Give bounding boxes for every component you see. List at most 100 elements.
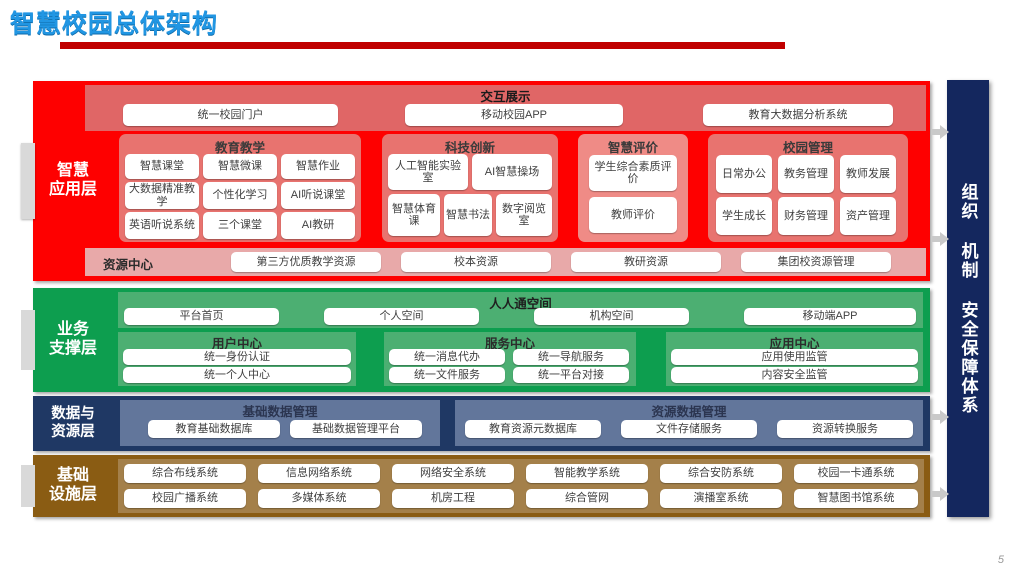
chip-mobile-client-app[interactable]: 移动端APP (744, 308, 916, 325)
chip-integrated-security[interactable]: 综合安防系统 (660, 464, 782, 483)
chip-server-room-project[interactable]: 机房工程 (392, 489, 514, 508)
app-group-evaluation: 智慧评价 学生综合素质评价 教师评价 (578, 134, 688, 242)
chip-bigdata-teaching[interactable]: 大数据精准教学 (125, 182, 199, 209)
guarantee-system-label: 组织 机制 安全保障体系 (958, 182, 978, 415)
chip-smart-pe[interactable]: 智慧体育课 (388, 194, 440, 236)
layer-data-label-line1: 数据与 (51, 406, 95, 423)
chip-multimedia-system[interactable]: 多媒体系统 (258, 489, 380, 508)
biz-group-user-center-title: 用户中心 (211, 337, 262, 351)
layer-business-arrow-tail (21, 310, 35, 370)
layer-infrastructure-label-line2: 设施层 (48, 486, 97, 503)
page-number: 5 (997, 554, 1004, 566)
app-chip-mobile-app[interactable]: 移动校园APP (405, 104, 623, 126)
chip-daily-office[interactable]: 日常办公 (716, 155, 772, 193)
chip-three-classrooms[interactable]: 三个课堂 (203, 212, 277, 239)
chip-content-security-supervision[interactable]: 内容安全监管 (671, 367, 918, 383)
chip-school-resources[interactable]: 校本资源 (401, 252, 551, 272)
chip-smart-classroom[interactable]: 智慧课堂 (125, 154, 199, 179)
layer-business-label: 业务 支撑层 (21, 288, 113, 392)
biz-group-app-center: 应用中心 应用使用监管 内容安全监管 (666, 332, 923, 386)
app-resource-title: 资源中心 (103, 258, 154, 272)
chip-unified-personal-center[interactable]: 统一个人中心 (123, 367, 351, 383)
chip-smart-homework[interactable]: 智慧作业 (281, 154, 355, 179)
layer-data-label: 数据与 资源层 (33, 396, 113, 451)
chip-teacher-eval[interactable]: 教师评价 (589, 197, 677, 233)
chip-unified-identity-auth[interactable]: 统一身份认证 (123, 349, 351, 365)
layer-business-label-line2: 支撑层 (48, 340, 97, 357)
chip-basic-data-platform[interactable]: 基础数据管理平台 (290, 420, 422, 438)
app-interaction-band: 交互展示 统一校园门户 移动校园APP 教育大数据分析系统 (85, 85, 926, 131)
chip-digital-reading-room[interactable]: 数字阅览室 (496, 194, 552, 236)
app-group-teaching-title: 教育教学 (214, 141, 265, 155)
chip-ai-lab[interactable]: 人工智能实验室 (388, 154, 468, 190)
chip-network-security[interactable]: 网络安全系统 (392, 464, 514, 483)
biz-group-user-center: 用户中心 统一身份认证 统一个人中心 (118, 332, 356, 386)
app-group-campus-mgmt: 校园管理 日常办公 教务管理 教师发展 学生成长 财务管理 资产管理 (708, 134, 908, 242)
biz-group-service-center: 服务中心 统一消息代办 统一导航服务 统一文件服务 统一平台对接 (384, 332, 636, 386)
chip-campus-broadcast[interactable]: 校园广播系统 (124, 489, 246, 508)
chip-file-storage-service[interactable]: 文件存储服务 (621, 420, 757, 438)
chip-finance-mgmt[interactable]: 财务管理 (778, 197, 834, 235)
chip-org-space[interactable]: 机构空间 (534, 308, 689, 325)
data-group-resource: 资源数据管理 教育资源元数据库 文件存储服务 资源转换服务 (455, 400, 923, 446)
app-chip-bigdata[interactable]: 教育大数据分析系统 (703, 104, 893, 126)
chip-personalized-learning[interactable]: 个性化学习 (203, 182, 277, 209)
app-group-campus-mgmt-title: 校园管理 (782, 141, 833, 155)
layer-infrastructure-arrow-tail (21, 465, 35, 507)
chip-unified-file-service[interactable]: 统一文件服务 (389, 367, 505, 383)
data-group-basic: 基础数据管理 教育基础数据库 基础数据管理平台 (120, 400, 440, 446)
layer-infrastructure-label: 基础 设施层 (21, 455, 113, 517)
data-group-basic-title: 基础数据管理 (242, 405, 318, 419)
layer-application-label: 智慧 应用层 (21, 81, 113, 281)
title-underline-rule (60, 42, 785, 49)
chip-resource-convert-service[interactable]: 资源转换服务 (777, 420, 913, 438)
page-title: 智慧校园总体架构 (10, 10, 219, 38)
chip-smart-teaching-system[interactable]: 智能教学系统 (526, 464, 648, 483)
chip-smart-microclass[interactable]: 智慧微课 (203, 154, 277, 179)
chip-personal-space[interactable]: 个人空间 (324, 308, 479, 325)
chip-edu-resource-metadb[interactable]: 教育资源元数据库 (465, 420, 601, 438)
chip-smart-library-system[interactable]: 智慧图书馆系统 (794, 489, 918, 508)
layer-infrastructure-label-line1: 基础 (56, 467, 89, 485)
chip-ai-listening-class[interactable]: AI听说课堂 (281, 182, 355, 209)
chip-platform-home[interactable]: 平台首页 (124, 308, 279, 325)
arrow-to-rightbar-3 (931, 410, 949, 424)
chip-academic-affairs[interactable]: 教务管理 (778, 155, 834, 193)
layer-application-label-line2: 应用层 (48, 181, 97, 198)
biz-group-service-center-title: 服务中心 (484, 337, 535, 351)
chip-ai-smart-playground[interactable]: AI智慧操场 (472, 154, 552, 190)
infra-grid: 综合布线系统 信息网络系统 网络安全系统 智能教学系统 综合安防系统 校园一卡通… (118, 459, 924, 513)
app-group-innovation-title: 科技创新 (444, 141, 495, 155)
chip-studio-system[interactable]: 演播室系统 (660, 489, 782, 508)
arrow-to-rightbar-2 (931, 232, 949, 246)
chip-smart-calligraphy[interactable]: 智慧书法 (444, 194, 492, 236)
chip-app-usage-supervision[interactable]: 应用使用监管 (671, 349, 918, 365)
chip-teacher-development[interactable]: 教师发展 (840, 155, 896, 193)
chip-ai-research[interactable]: AI教研 (281, 212, 355, 239)
app-group-evaluation-title: 智慧评价 (607, 141, 658, 155)
layer-data-label-line2: 资源层 (51, 423, 95, 440)
chip-integrated-pipeline[interactable]: 综合管网 (526, 489, 648, 508)
chip-edu-basic-db[interactable]: 教育基础数据库 (148, 420, 280, 438)
chip-group-school-resources[interactable]: 集团校资源管理 (741, 252, 891, 272)
chip-student-quality-eval[interactable]: 学生综合素质评价 (589, 155, 677, 191)
chip-unified-message-agent[interactable]: 统一消息代办 (389, 349, 505, 365)
chip-info-network[interactable]: 信息网络系统 (258, 464, 380, 483)
chip-unified-platform-docking[interactable]: 统一平台对接 (513, 367, 629, 383)
chip-third-party-resources[interactable]: 第三方优质教学资源 (231, 252, 381, 272)
biz-renrentong-title: 人人通空间 (489, 297, 552, 311)
biz-renrentong-band: 人人通空间 平台首页 个人空间 机构空间 移动端APP (118, 292, 923, 328)
chip-structured-cabling[interactable]: 综合布线系统 (124, 464, 246, 483)
arrow-to-rightbar-4 (931, 487, 949, 501)
layer-application-label-line1: 智慧 (56, 162, 89, 180)
chip-english-listening-system[interactable]: 英语听说系统 (125, 212, 199, 239)
chip-research-resources[interactable]: 教研资源 (571, 252, 721, 272)
data-group-resource-title: 资源数据管理 (651, 405, 727, 419)
chip-asset-mgmt[interactable]: 资产管理 (840, 197, 896, 235)
chip-campus-card-system[interactable]: 校园一卡通系统 (794, 464, 918, 483)
app-group-teaching: 教育教学 智慧课堂 智慧微课 智慧作业 大数据精准教学 个性化学习 AI听说课堂… (119, 134, 361, 242)
biz-group-app-center-title: 应用中心 (769, 337, 820, 351)
app-chip-portal[interactable]: 统一校园门户 (123, 104, 338, 126)
chip-unified-navigation-service[interactable]: 统一导航服务 (513, 349, 629, 365)
chip-student-growth[interactable]: 学生成长 (716, 197, 772, 235)
